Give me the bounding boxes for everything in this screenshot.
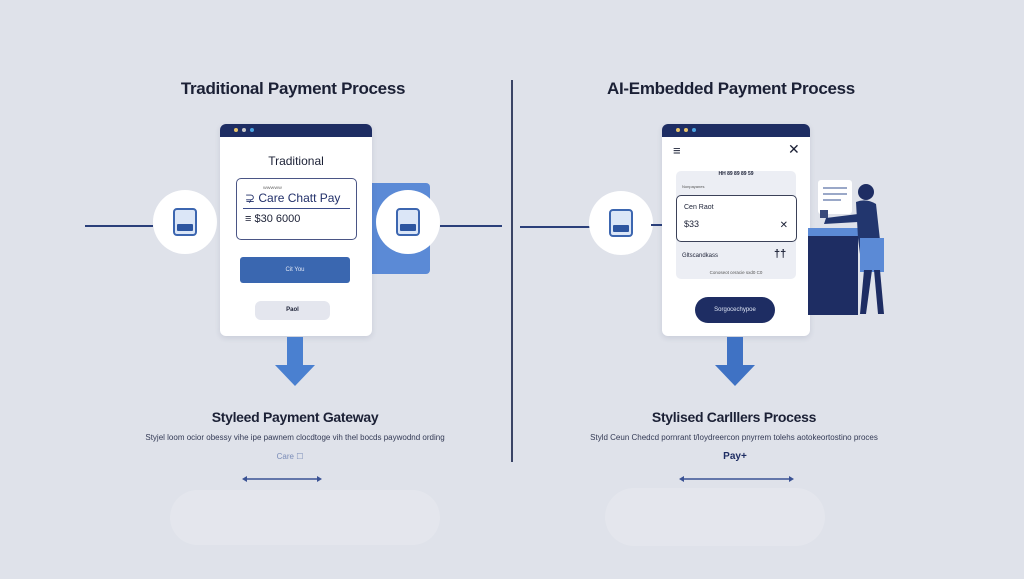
option-icon[interactable]: †† — [774, 248, 787, 260]
left-terminal-circle — [153, 190, 217, 254]
window-heading: Traditional — [268, 154, 324, 168]
card-name: ⊋ Care Chatt Pay — [245, 191, 341, 205]
cashier-person-illustration — [808, 180, 884, 315]
option-note: Conoseot ceracie sxd0 C0 — [709, 270, 763, 275]
right-down-arrow — [715, 337, 755, 386]
ai-terminal-circle — [589, 191, 653, 255]
pos-terminal-icon — [609, 209, 633, 237]
field-label: Nonpayanes — [682, 184, 705, 189]
right-input-arrow — [520, 226, 590, 228]
pos-terminal-icon — [396, 208, 420, 236]
code-row: HH 89 89 89 59 — [718, 171, 754, 177]
left-input-arrow — [85, 225, 153, 227]
secondary-button[interactable]: Paol — [255, 301, 330, 320]
center-divider — [511, 80, 513, 462]
chat-icon: ⊋ — [245, 191, 259, 205]
ai-payment-card[interactable]: Cen Raot $33 ✕ — [676, 195, 797, 242]
card-name: Cen Raot — [684, 204, 714, 211]
ai-pay-button[interactable]: Sorgocechypoe — [695, 297, 775, 323]
left-down-arrow — [275, 337, 315, 386]
right-description: Styld Ceun Chedcd pornrant t/loydreercon… — [590, 433, 878, 442]
right-terminal-circle — [376, 190, 440, 254]
right-shadow-blob — [605, 488, 825, 546]
left-shadow-blob — [170, 490, 440, 545]
hamburger-menu-icon[interactable]: ≡ — [673, 143, 681, 158]
clear-icon[interactable]: ✕ — [779, 220, 788, 231]
close-icon[interactable]: ✕ — [788, 141, 800, 157]
payment-card: WWWWW ⊋ Care Chatt Pay ≡ $30 6000 — [236, 178, 357, 240]
right-link-line — [651, 224, 662, 226]
menu-icon: ≡ — [245, 213, 255, 225]
left-description: Styjel loom ocior obessy vihe ipe pawnem… — [145, 433, 445, 442]
right-extra: Pay+ — [723, 451, 747, 462]
left-title: Traditional Payment Process — [180, 79, 406, 98]
card-amount: $33 — [684, 219, 700, 229]
right-subtitle: Stylised Carlllers Process — [651, 409, 817, 425]
pos-terminal-icon — [173, 208, 197, 236]
left-double-arrow — [242, 476, 322, 482]
right-double-arrow — [679, 476, 794, 482]
left-subtitle: Styleed Payment Gateway — [211, 409, 379, 425]
option-label: Gltscandkass — [682, 253, 719, 259]
ai-window: ≡ ✕ HH 89 89 89 59 Nonpayanes Cen Raot $… — [662, 124, 810, 336]
right-title: AI-Embedded Payment Process — [607, 79, 855, 98]
traditional-window: Traditional WWWWW ⊋ Care Chatt Pay ≡ $30… — [220, 124, 372, 336]
pay-button[interactable]: Cit You — [240, 257, 350, 283]
card-amount: ≡ $30 6000 — [245, 213, 301, 225]
card-small-text: WWWWW — [263, 185, 282, 190]
left-extra: Care ☐ — [276, 452, 304, 461]
left-return-arrow — [440, 225, 502, 227]
